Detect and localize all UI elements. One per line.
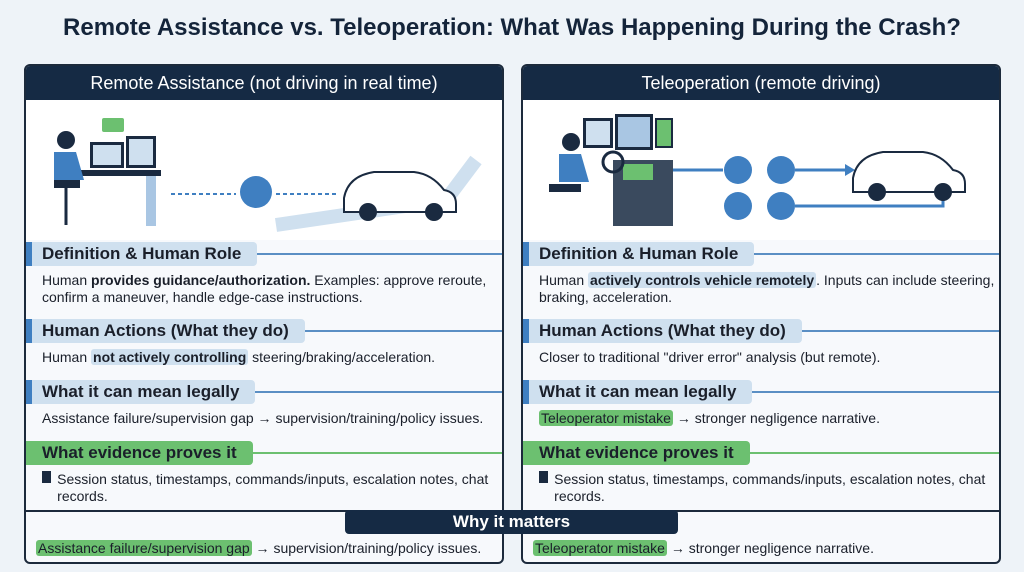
teleoperation-panel: Teleoperation (remote driving) bbox=[521, 64, 1001, 564]
section-body: Human actively controls vehicle remotely… bbox=[539, 272, 995, 305]
cloud-icon bbox=[240, 176, 272, 208]
why-it-matters-right: Teleoperator mistake → stronger negligen… bbox=[533, 540, 874, 556]
section-evidence: What evidence proves it Session status, … bbox=[523, 441, 999, 505]
section-evidence: What evidence proves it Session status, … bbox=[26, 441, 502, 505]
page-title: Remote Assistance vs. Teleoperation: Wha… bbox=[63, 14, 961, 41]
section-title: Human Actions (What they do) bbox=[26, 319, 305, 343]
panel-header: Teleoperation (remote driving) bbox=[523, 66, 999, 100]
teleoperation-illustration bbox=[523, 100, 999, 240]
section-definition: Definition & Human Role Human actively c… bbox=[523, 242, 999, 306]
section-body: Human provides guidance/authorization. E… bbox=[42, 272, 487, 305]
steering-wheel-icon bbox=[724, 156, 752, 184]
remote-assistance-panel: Remote Assistance (not driving in real t… bbox=[24, 64, 504, 564]
document-icon bbox=[42, 471, 52, 483]
section-body: Teleoperator mistake → stronger negligen… bbox=[539, 410, 880, 426]
why-it-matters-left: Assistance failure/supervision gap → sup… bbox=[36, 540, 482, 556]
section-title: What evidence proves it bbox=[523, 441, 750, 465]
operator-desk-icon bbox=[54, 118, 161, 226]
section-body: Session status, timestamps, commands/inp… bbox=[26, 465, 502, 505]
section-body: Session status, timestamps, commands/inp… bbox=[523, 465, 999, 505]
section-body: Closer to traditional "driver error" ana… bbox=[539, 349, 881, 365]
section-body: Human not actively controlling steering/… bbox=[42, 349, 436, 365]
why-it-matters-banner: Why it matters bbox=[345, 510, 678, 534]
section-legal: What it can mean legally Assistance fail… bbox=[26, 380, 502, 427]
section-title: Definition & Human Role bbox=[26, 242, 258, 266]
section-title: What it can mean legally bbox=[26, 380, 256, 404]
section-title: What it can mean legally bbox=[523, 380, 753, 404]
signal-icon bbox=[767, 192, 795, 220]
remote-assistance-illustration bbox=[26, 100, 502, 240]
section-body: Assistance failure/supervision gap → sup… bbox=[42, 410, 484, 426]
section-definition: Definition & Human Role Human provides g… bbox=[26, 242, 502, 306]
section-legal: What it can mean legally Teleoperator mi… bbox=[523, 380, 999, 427]
car-icon bbox=[852, 151, 966, 201]
section-title: Definition & Human Role bbox=[523, 242, 755, 266]
teleoperator-station-icon bbox=[549, 114, 673, 226]
panel-header: Remote Assistance (not driving in real t… bbox=[26, 66, 502, 100]
document-icon bbox=[539, 471, 549, 483]
brake-icon bbox=[767, 156, 795, 184]
section-title: What evidence proves it bbox=[26, 441, 253, 465]
section-actions: Human Actions (What they do) Human not a… bbox=[26, 319, 502, 366]
car-icon bbox=[343, 171, 457, 221]
section-actions: Human Actions (What they do) Closer to t… bbox=[523, 319, 999, 366]
section-title: Human Actions (What they do) bbox=[523, 319, 802, 343]
phone-icon bbox=[724, 192, 752, 220]
